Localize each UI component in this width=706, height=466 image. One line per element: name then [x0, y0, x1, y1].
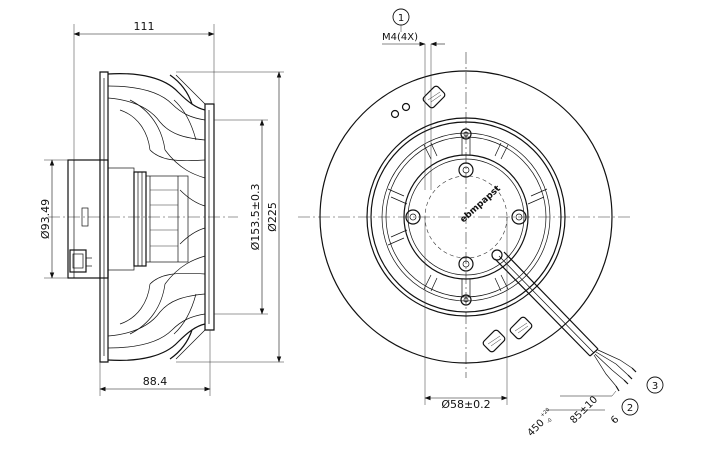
front-view: ebmpapst M4(4X) Ø58 [298, 25, 637, 439]
cable-exit [491, 249, 637, 392]
callout-2-number: 2 [627, 403, 633, 414]
label-plate-bottom-left [482, 329, 506, 353]
label-plate-bottom-right [509, 316, 533, 340]
brand-logo-text: ebmpapst [459, 183, 504, 225]
thread-label: M4(4X) [382, 32, 418, 43]
dim-small-label: 6 [609, 414, 621, 426]
dim-hub-dia-label: Ø153.5±0.3 [249, 184, 262, 251]
callout-3-number: 3 [652, 381, 658, 392]
callout-1-number: 1 [398, 13, 404, 24]
dim-outer-dia-label: Ø225 [266, 202, 279, 232]
callout-3: 3 [646, 376, 664, 394]
dim-cable-length-label: 450 [526, 418, 547, 439]
dim-depth-label: 88.4 [143, 375, 168, 388]
dim-bolt-circle-label: Ø58±0.2 [441, 398, 490, 411]
callout-2: 2 [621, 398, 639, 416]
dim-cable-length: 450 +20 -0 [526, 407, 554, 439]
label-plate-top [422, 85, 446, 109]
dim-motor-dia-label: Ø93.49 [39, 199, 52, 239]
dim-cable-tol-lower: -0 [546, 417, 554, 425]
callout-1: 1 [392, 8, 410, 26]
dim-cable-tol-upper: +20 [539, 407, 551, 419]
dim-width-label: 111 [134, 20, 155, 33]
side-view: 111 88.4 Ø93.49 Ø153.5±0.3 Ø225 [39, 20, 284, 396]
mounting-holes [405, 128, 527, 306]
